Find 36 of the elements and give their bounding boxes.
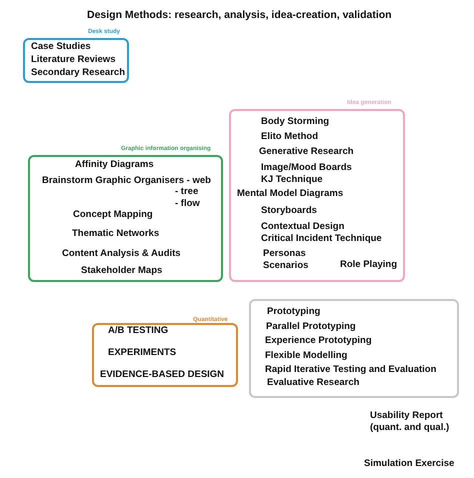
method-label: Personas: [263, 248, 306, 260]
method-label: Scenarios: [263, 260, 308, 272]
method-label: EXPERIMENTS: [108, 347, 176, 359]
method-label: KJ Technique: [261, 174, 323, 186]
method-label: Literature Reviews: [31, 54, 116, 66]
method-label: Stakeholder Maps: [81, 265, 162, 277]
category-box: [249, 299, 459, 398]
method-label: Affinity Diagrams: [75, 159, 154, 171]
method-label: Rapid Iterative Testing and Evaluation: [265, 364, 436, 376]
method-label: Brainstorm Graphic Organisers - web: [42, 175, 211, 187]
method-label: Prototyping: [267, 306, 320, 318]
method-label: Content Analysis & Audits: [62, 248, 181, 260]
method-label: Evaluative Research: [267, 377, 360, 389]
method-label: - flow: [175, 198, 200, 210]
method-label: Critical Incident Technique: [261, 233, 382, 245]
method-label: Mental Model Diagrams: [237, 188, 344, 200]
method-label: Storyboards: [261, 205, 317, 217]
method-label: Contextual Design: [261, 221, 344, 233]
method-label: Image/Mood Boards: [261, 162, 352, 174]
method-label: Body Storming: [261, 116, 330, 128]
method-label: Generative Research: [259, 146, 354, 158]
note-text: Usability Report (quant. and qual.): [370, 410, 450, 434]
method-label: Role Playing: [340, 259, 398, 271]
note-text: Simulation Exercise: [364, 458, 454, 470]
method-label: Flexible Modelling: [265, 350, 348, 362]
method-label: Parallel Prototyping: [266, 321, 356, 333]
method-label: EVIDENCE-BASED DESIGN: [100, 369, 224, 381]
method-label: A/B TESTING: [108, 325, 168, 337]
method-label: Elito Method: [261, 131, 318, 143]
title: Design Methods: research, analysis, idea-creation, validation: [87, 9, 392, 21]
method-label: Case Studies: [31, 41, 91, 53]
method-label: - tree: [175, 186, 198, 198]
method-label: Experience Prototyping: [265, 335, 372, 347]
method-label: Concept Mapping: [73, 209, 153, 221]
method-label: Thematic Networks: [72, 228, 160, 240]
method-label: Secondary Research: [31, 67, 125, 79]
